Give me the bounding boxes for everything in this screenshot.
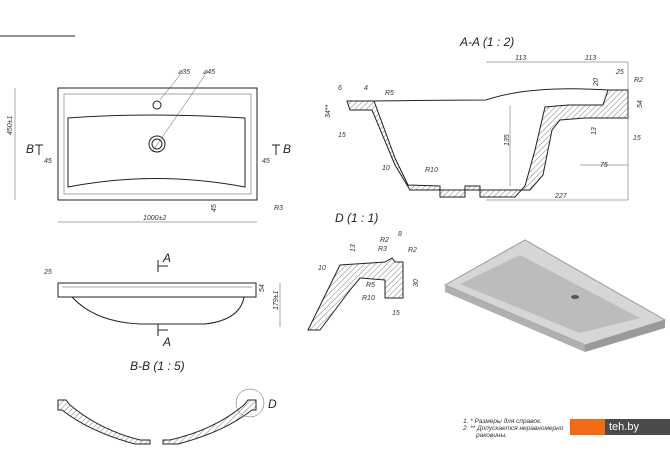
dim-15-d: 15: [392, 310, 400, 317]
dim-r5: R5: [385, 90, 394, 97]
watermark-text: teh.by: [605, 419, 670, 435]
section-marker-a-top: A: [162, 251, 171, 265]
dim-d35: ⌀35: [178, 69, 190, 76]
dim-margin-left: 45: [44, 158, 52, 165]
dim-113-a: 113: [515, 55, 526, 62]
detail-d-label: D: [268, 397, 277, 411]
sink-render: [443, 239, 667, 352]
section-marker-a-bottom: A: [162, 335, 171, 349]
note-2: 2. ** Допускается неравномерно: [462, 425, 564, 432]
dim-margin-front: 45: [211, 204, 218, 212]
dim-r5-d: R5: [366, 282, 375, 289]
dim-10: 10: [382, 165, 390, 172]
dim-227: 227: [554, 193, 568, 200]
dim-20: 20: [593, 78, 600, 87]
detail-d-circle: [235, 388, 265, 418]
side-view: A A 25 54 179±1: [43, 251, 281, 349]
dim-54: 54: [637, 100, 644, 108]
dim-width: 1000±2: [143, 215, 166, 222]
dim-thickness: 54: [259, 284, 266, 292]
dim-15-left: 15: [338, 132, 346, 139]
dim-10-d: 10: [318, 265, 326, 272]
section-bb-title: B-B (1 : 5): [130, 359, 185, 373]
dim-depth: 450±1: [7, 115, 14, 135]
dim-r2-a: R2: [380, 237, 389, 244]
dim-radius: R3: [274, 205, 283, 212]
section-marker-b-right: B: [283, 142, 291, 156]
dim-r2-b: R2: [408, 247, 417, 254]
section-bb: B-B (1 : 5) D: [57, 359, 277, 445]
dim-r2: R2: [634, 77, 643, 84]
section-aa: A-A (1 : 2) 113 113 25 20 R2 6 4 R5 34**…: [325, 35, 644, 201]
dim-margin-right: 45: [262, 158, 270, 165]
dim-r10: R10: [425, 167, 438, 174]
dim-135: 135: [504, 134, 511, 146]
dim-25: 25: [615, 69, 624, 76]
detail-d: D (1 : 1) 8 R2 R3 R2 13 10 30 R5 R10 15: [307, 211, 420, 331]
dim-34: 34**: [325, 104, 332, 118]
dim-75: 75: [600, 162, 608, 169]
detail-d-title: D (1 : 1): [335, 211, 378, 225]
note-1: 1. * Размеры для справок.: [463, 417, 542, 425]
dim-rim: 25: [43, 269, 52, 276]
drain-hole: [148, 135, 166, 153]
dim-d45: ⌀45: [203, 69, 215, 76]
dim-13: 13: [591, 127, 598, 135]
dim-13-d: 13: [350, 244, 357, 252]
dim-6: 6: [338, 85, 342, 92]
dim-15-right: 15: [633, 135, 641, 142]
dim-30: 30: [413, 279, 420, 287]
watermark-badge: teh.by: [570, 419, 670, 435]
section-marker-b-left: B: [26, 142, 34, 156]
dim-r10-d: R10: [362, 295, 375, 302]
top-view: ⌀35 ⌀45 450±1 B B 45 45 45 1000±2 R3: [7, 69, 291, 223]
dim-4: 4: [364, 85, 368, 92]
note-2-cont: раковины.: [475, 432, 507, 439]
dim-height: 179±1: [273, 290, 280, 310]
tap-hole: [152, 100, 162, 110]
dim-113-b: 113: [585, 55, 596, 62]
dim-r3: R3: [378, 246, 387, 253]
dim-8: 8: [398, 231, 402, 238]
section-aa-title: A-A (1 : 2): [459, 35, 514, 49]
